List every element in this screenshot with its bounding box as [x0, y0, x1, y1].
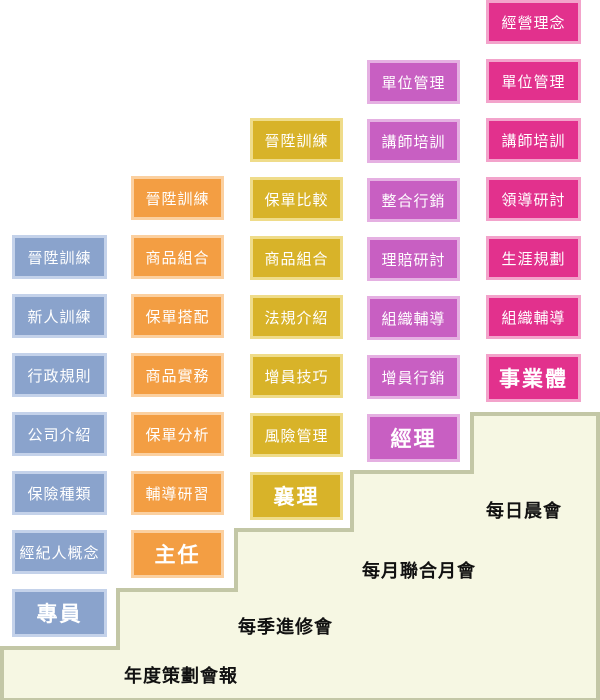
training-item-supervisor: 輔導研習	[131, 471, 224, 515]
training-item-specialist: 新人訓練	[12, 294, 107, 338]
level-title-specialist: 專員	[12, 589, 107, 637]
level-title-assistant-manager: 襄理	[250, 472, 343, 520]
staircase-shape	[0, 412, 600, 700]
level-title-business: 事業體	[486, 354, 581, 402]
training-item-business: 經營理念	[486, 0, 581, 44]
training-item-manager: 增員行銷	[367, 355, 460, 399]
training-item-specialist: 公司介紹	[12, 412, 107, 456]
training-item-manager: 整合行銷	[367, 178, 460, 222]
training-item-assistant-manager: 增員技巧	[250, 354, 343, 398]
training-item-manager: 單位管理	[367, 60, 460, 104]
level-title-manager: 經理	[367, 414, 460, 462]
training-item-supervisor: 保單分析	[131, 412, 224, 456]
training-item-manager: 講師培訓	[367, 119, 460, 163]
training-item-specialist: 保險種類	[12, 471, 107, 515]
training-item-specialist: 晉陞訓練	[12, 235, 107, 279]
training-item-assistant-manager: 保單比較	[250, 177, 343, 221]
training-item-manager: 理賠研討	[367, 237, 460, 281]
training-item-business: 講師培訓	[486, 118, 581, 162]
training-item-supervisor: 晉陞訓練	[131, 176, 224, 220]
training-item-specialist: 經紀人概念	[12, 530, 107, 574]
training-item-supervisor: 商品組合	[131, 235, 224, 279]
training-item-specialist: 行政規則	[12, 353, 107, 397]
training-item-assistant-manager: 風險管理	[250, 413, 343, 457]
training-item-business: 領導研討	[486, 177, 581, 221]
training-item-assistant-manager: 法規介紹	[250, 295, 343, 339]
meeting-annual: 年度策劃會報	[124, 666, 238, 687]
training-item-supervisor: 商品實務	[131, 353, 224, 397]
training-item-business: 單位管理	[486, 59, 581, 103]
meeting-monthly: 每月聯合月會	[362, 561, 476, 582]
meeting-daily: 每日晨會	[486, 501, 562, 522]
training-item-business: 生涯規劃	[486, 236, 581, 280]
meeting-quarterly: 每季進修會	[238, 617, 333, 638]
level-title-supervisor: 主任	[131, 530, 224, 578]
training-item-assistant-manager: 晉陞訓練	[250, 118, 343, 162]
training-item-supervisor: 保單搭配	[131, 294, 224, 338]
training-item-assistant-manager: 商品組合	[250, 236, 343, 280]
training-item-business: 組織輔導	[486, 295, 581, 339]
training-item-manager: 組織輔導	[367, 296, 460, 340]
